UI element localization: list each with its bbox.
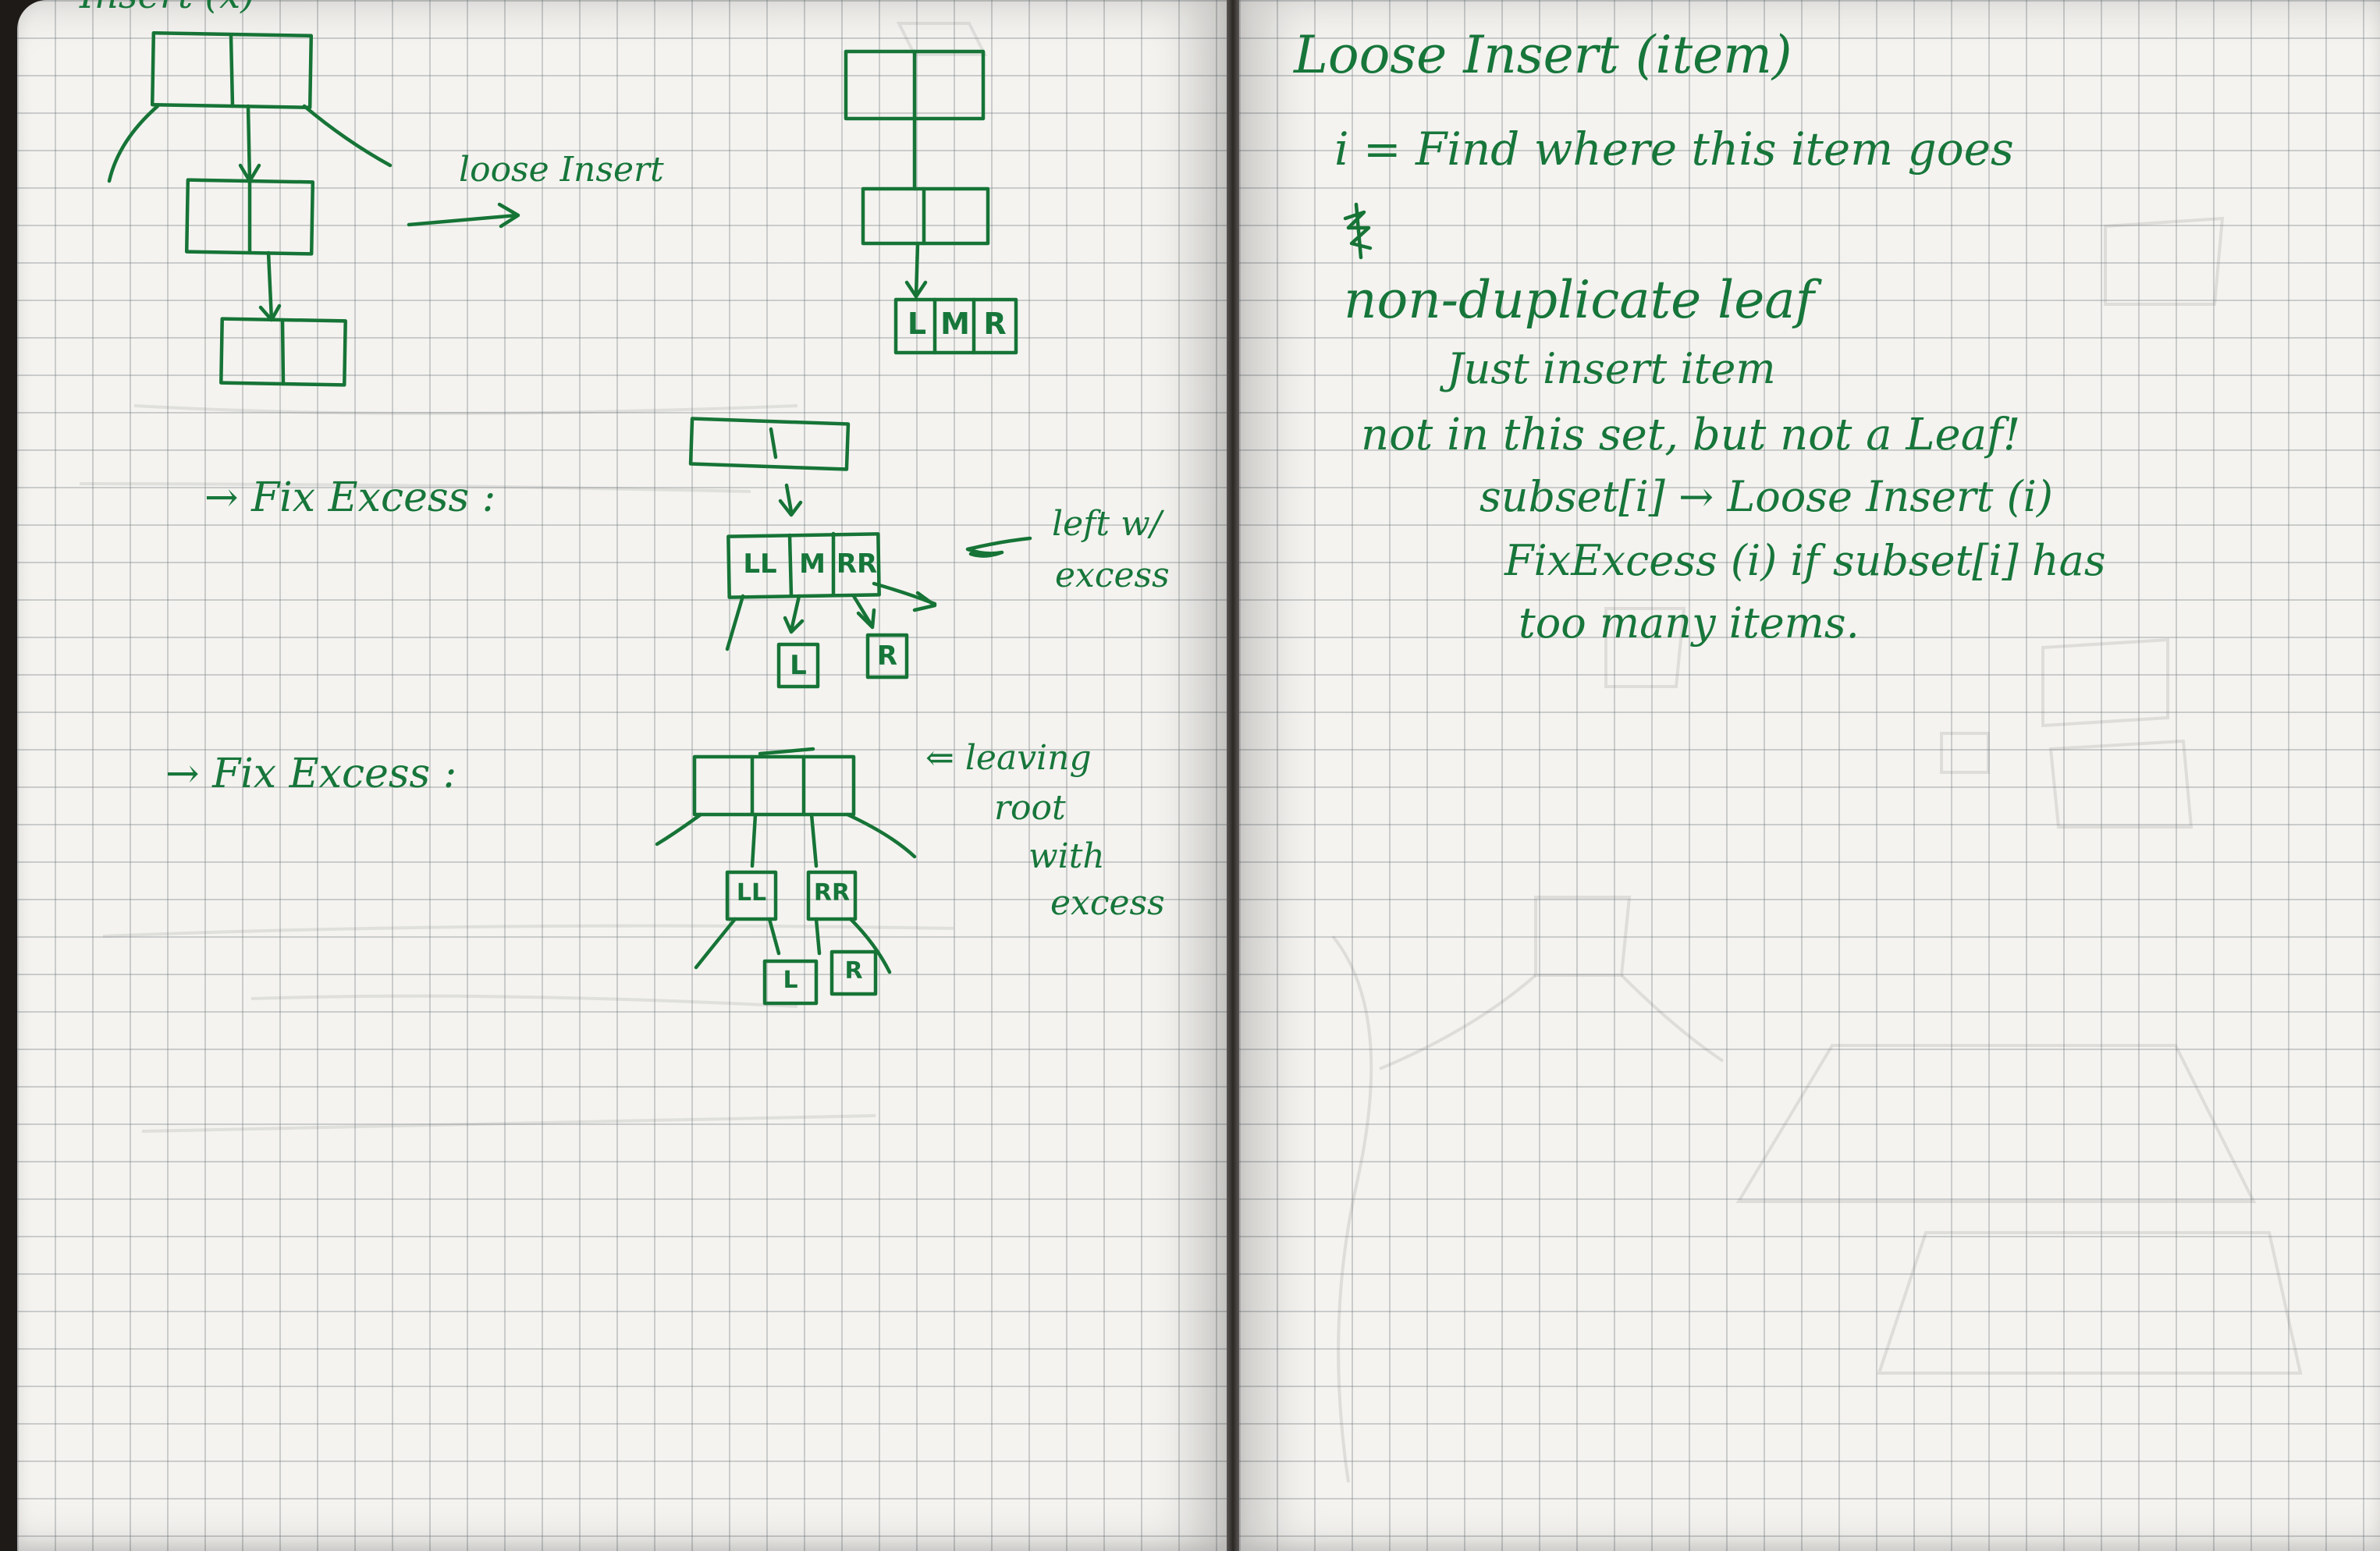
node-ll: LL: [736, 879, 767, 907]
top-cut-text: Insert (x): [80, 0, 255, 14]
line-find-where: i = Find where this item goes: [1334, 122, 2014, 176]
diagram-fix-excess-2: [655, 747, 917, 1006]
line-subset-loose-insert: subset[i] → Loose Insert (i): [1480, 472, 2053, 521]
right-page-title: Loose Insert (item): [1294, 25, 1792, 85]
note-leaving-root-line-2: root: [994, 788, 1066, 828]
right-page: Loose Insert (item) i = Find where this …: [1239, 0, 2380, 1551]
note-left-excess-line-2: excess: [1055, 555, 1170, 595]
fix-excess-label-2: → Fix Excess :: [165, 751, 457, 797]
line-fix-excess-if: FixExcess (i) if subset[i] has: [1504, 536, 2106, 585]
loose-insert-label: loose Insert: [459, 150, 664, 190]
note-leaving-root-line-4: excess: [1050, 883, 1165, 923]
fix-excess-label-1: → Fix Excess :: [204, 474, 496, 521]
line-not-in-set: not in this set, but not a Leaf!: [1361, 410, 2021, 460]
diagram-after-loose-insert: [844, 49, 1018, 355]
note-leaving-root-line-3: with: [1028, 836, 1105, 876]
left-page: Insert (x) loose Insert: [17, 0, 1227, 1551]
cell-m-2: M: [799, 548, 826, 580]
note-leaving-root-line-1: ⇐ leaving: [925, 738, 1092, 778]
scribble-mark: [1343, 202, 1373, 260]
leaf-l: L: [783, 967, 798, 994]
child-l: L: [790, 650, 807, 681]
cell-l: L: [907, 307, 927, 341]
cell-rr: RR: [836, 548, 878, 580]
cell-ll: LL: [743, 548, 777, 580]
leaf-r: R: [844, 957, 863, 985]
cell-m: M: [940, 307, 970, 341]
note-left-excess-line-1: left w/: [1052, 504, 1162, 544]
node-rr: RR: [813, 879, 851, 907]
diagram-before-loose-insert: [107, 30, 520, 387]
notebook-spine: [1227, 0, 1239, 1551]
line-non-duplicate-leaf: non-duplicate leaf: [1344, 270, 1815, 330]
cell-r: R: [983, 307, 1007, 341]
line-too-many-items: too many items.: [1519, 598, 1860, 648]
child-r: R: [876, 641, 898, 672]
line-just-insert: Just insert item: [1447, 344, 1776, 393]
diagram-fix-excess-1: [688, 417, 1032, 689]
